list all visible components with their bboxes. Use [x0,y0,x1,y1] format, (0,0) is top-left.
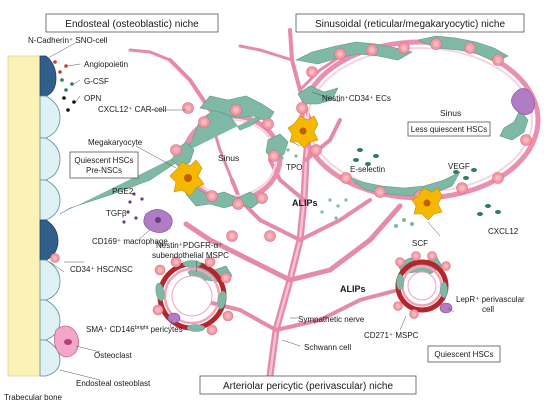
alips-top-label: ALIPs [292,198,318,208]
blood-vessel-network [128,28,403,380]
alips-bottom-label: ALIPs [340,284,366,294]
osteoblast-cell [39,339,61,377]
osteoblast-cell [39,299,61,341]
sno-cell-top [39,55,57,97]
endosteal-niche-label: Endosteal (osteoblastic) niche [65,19,199,30]
cd169-macrophage [143,209,173,233]
cxcl12-label: CXCL12 [488,227,519,236]
sma-pericyte [167,312,181,324]
cxcl12-car-cell-label: CXCL12⁺ CAR-cell [98,105,166,114]
gcsf-label: G-CSF [84,77,109,86]
tgfb-dots [122,210,138,224]
gcsf-dots [60,78,74,92]
scf-label: SCF [412,239,428,248]
quiescent-hscs-right-label: Quiescent HSCs [434,350,493,359]
tpo-label: TPO [286,163,302,172]
tpo-dots [280,148,298,160]
macrophage-sinus [511,88,535,115]
endosteal-osteoblast-label: Endosteal osteoblast [76,379,151,388]
less-quiescent-hscs-box: Less quiescent HSCs [407,121,491,137]
subendothelial-mspc-label: subendothelial MSPC [152,251,229,260]
osteoblast-cell [39,95,61,139]
pge2-label: PGE2 [112,187,134,196]
alips-dots [320,198,348,220]
quiescent-hscs-right-box: Quiescent HSCs [427,345,501,363]
angiopoietin-label: Angiopoietin [84,60,128,69]
cd271-mspc-label: CD271⁺ MSPC [364,331,419,340]
sinus-right-label: Sinus [440,108,461,118]
sinus-left-label: Sinus [218,153,239,163]
nestin-pdgfr-label: Nestin⁺PDGFR-α⁺ [156,241,222,250]
megakaryocyte-cell-right [411,187,443,221]
schwann-cell-label: Schwann cell [304,343,351,352]
sinusoidal-niche-title: Sinusoidal (reticular/megakaryocytic) ni… [295,13,525,33]
megakaryocyte-label: Megakaryocyte [88,138,143,147]
sno-cell-middle [39,219,59,261]
sma-cd146-pericytes-label: SMA⁺ CD146bright pericytes [86,325,183,334]
endosteal-niche-title: Endosteal (osteoblastic) niche [45,13,219,33]
osteoclast-nucleus [64,339,72,345]
megakaryocyte-cell-sinus [287,115,319,149]
arteriolar-niche-title: Arteriolar pericytic (perivascular) nich… [199,375,417,395]
cd169-macrophage-label: CD169⁺ macrophage [92,237,168,246]
vegf-dots [453,168,477,180]
cxcl12-dots [477,204,501,216]
opn-label: OPN [84,94,102,103]
nestin-cd34-ecs-label: Nestin⁺CD34⁺ ECs [322,94,391,103]
osteoblast-cell [39,137,61,181]
trabecular-bone-region [7,55,79,377]
trabecular-bone [7,55,43,377]
leader-lines [47,41,455,381]
sinusoidal-niche-label: Sinusoidal (reticular/megakaryocytic) ni… [315,19,506,30]
cd34-hsc-nsc-label: CD34⁺ HSC/NSC [70,265,133,274]
perivascular-cells [155,260,448,332]
trabecular-bone-label: Trabecular bone [4,393,63,402]
e-selectin-label: E-selectin [350,165,385,174]
scf-dots [394,218,414,228]
lepr-cell-label: cell [482,305,494,314]
lepr-perivascular-cell [439,302,453,314]
lepr-perivascular-label: LepR⁺ perivascular [456,295,525,304]
n-cadherin-sno-cell-label: N-Cadherin⁺ SNO-cell [28,36,108,45]
opn-dots [62,96,76,112]
vegf-label: VEGF [448,162,470,171]
osteoblast-cell [39,179,61,221]
pge2-dots [128,192,144,204]
osteoblast-cell [39,259,61,301]
sympathetic-nerve-label: Sympathetic nerve [298,315,365,324]
pre-nscs-label: Pre-NSCs [86,166,122,175]
endosteal-hsc [50,253,60,263]
quiescent-hscs-prensc-box: Quiescent HSCs Pre-NSCs [69,151,139,179]
osteoclast-label: Osteoclast [94,351,133,360]
quiescent-hscs-label: Quiescent HSCs [74,156,133,165]
tgfb-label: TGFβ [106,209,127,218]
less-quiescent-hscs-label: Less quiescent HSCs [411,125,487,134]
arteriolar-niche-label: Arteriolar pericytic (perivascular) nich… [223,381,393,392]
angiopoietin-dots [53,60,68,74]
e-selectin-dots [353,148,379,166]
megakaryocyte-cell [169,159,205,197]
endosteal-osteoblast-lining [39,55,61,377]
